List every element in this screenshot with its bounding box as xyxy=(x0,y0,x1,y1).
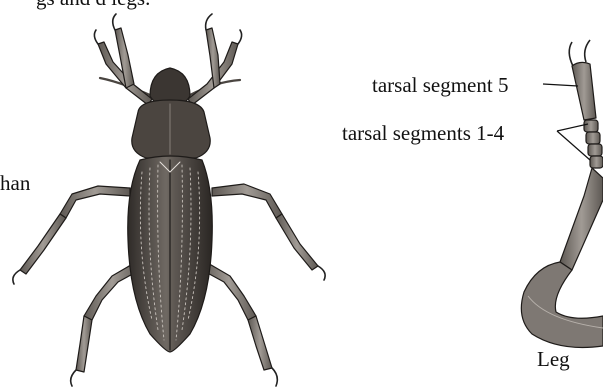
beetle-pronotum xyxy=(132,100,210,158)
tarsal-segments-1-4 xyxy=(584,120,603,168)
leg-detail xyxy=(521,40,603,348)
leg-tibia xyxy=(560,168,603,270)
tarsal-segment-5 xyxy=(572,62,596,120)
beetle-hind-claws xyxy=(71,368,278,386)
leg-femur xyxy=(521,262,603,348)
beetle-top-view xyxy=(13,14,325,386)
